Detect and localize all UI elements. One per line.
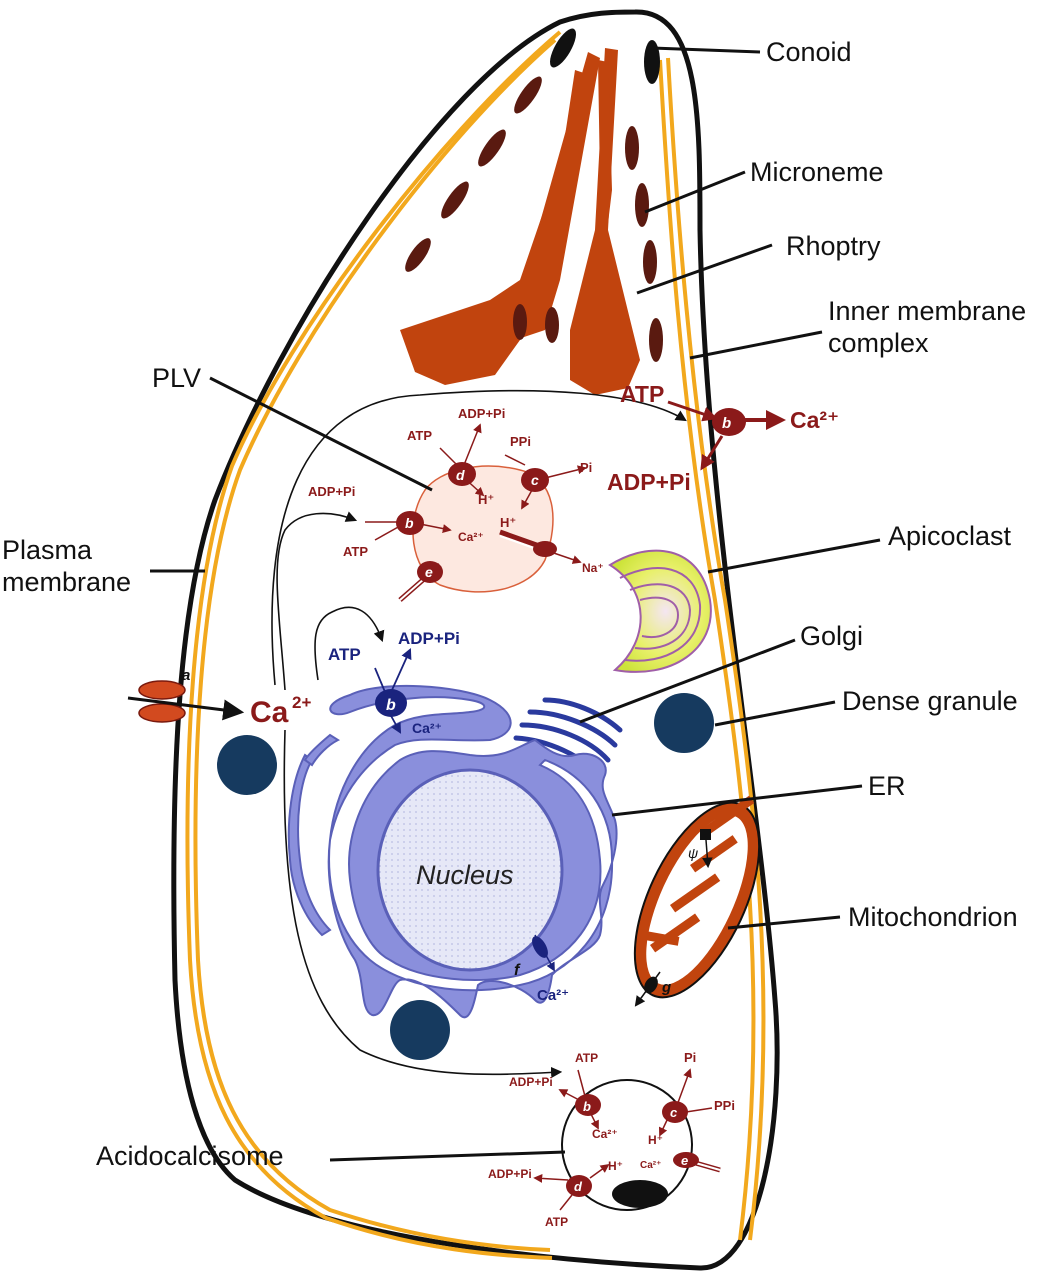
plv-h-text-2: H⁺ [500,515,516,530]
ac-b-letter: b [583,1099,591,1114]
ac-d-letter: d [574,1179,583,1194]
cyto-ca-text: Ca [250,696,289,729]
plv-ca-text: Ca²⁺ [458,530,484,544]
micronemes [405,76,663,362]
plv-b-letter: b [405,515,414,531]
label-mitochondrion: Mitochondrion [848,902,1018,932]
label-plasma-membrane: Plasma membrane [2,534,131,598]
plv-transporter-icons [396,462,557,583]
plv-c-letter: c [531,472,539,488]
dense-granule-2 [654,693,714,753]
pm-b-letter: b [722,415,731,432]
label-apicoclast: Apicoclast [888,521,1012,551]
dense-granule-3 [390,1000,450,1060]
conoid-shape [550,28,576,68]
channel-a-letter: a [182,667,190,684]
nucleus-label: Nucleus [416,860,514,890]
ac-pi-text: Pi [684,1050,696,1065]
label-inner-membrane-complex: Inner membrane complex [828,295,1026,359]
label-er: ER [868,771,906,801]
er-b-letter: b [386,697,396,714]
label-dense-granule: Dense granule [842,686,1018,716]
label-conoid: Conoid [766,37,852,67]
pm-ca-text: Ca²⁺ [790,407,839,433]
plv-ppi-text: PPi [510,434,531,449]
acido-ion-labels: ATP ADP+Pi Ca²⁺ Pi PPi H⁺ Ca²⁺ H⁺ ADP+Pi… [488,1050,735,1229]
ac-atp-text-1: ATP [575,1051,598,1065]
ac-ca-text-2: Ca²⁺ [640,1160,661,1171]
plv-d-letter: d [456,467,465,483]
ca-flow-arrows [271,389,687,1079]
er-ca-text: Ca²⁺ [412,720,442,736]
label-plv: PLV [152,363,202,393]
inner-membrane-complex [193,38,756,1252]
label-plasma-line1: Plasma [2,535,93,565]
ac-h-text-1: H⁺ [648,1133,663,1147]
pm-pump-b [667,400,786,471]
channel-a [127,680,245,723]
plv-adp-text-1: ADP+Pi [458,406,505,421]
label-plasma-line2: membrane [2,567,132,597]
plv-na-text: Na⁺ [582,561,604,575]
psi-text: ψ [688,845,698,861]
label-microneme: Microneme [750,157,884,187]
label-leader-lines [150,46,881,1162]
ac-ca-text-1: Ca²⁺ [592,1127,618,1141]
dense-granule-1 [217,735,277,795]
label-acidocalcisome: Acidocalcisome [96,1141,284,1171]
ac-c-letter: c [670,1105,678,1120]
label-imc-line2: complex [828,328,929,358]
ac-e-letter: e [681,1153,688,1168]
ac-ppi-text: PPi [714,1098,735,1113]
er-atp-text: ATP [328,645,361,664]
f-letter: f [514,962,521,979]
er-pump-b [374,648,412,734]
pm-adp-text: ADP+Pi [607,469,691,495]
mitochondrion-shape [633,795,761,1007]
plv-atp-text-1: ATP [407,428,432,443]
plv-adp-text-2: ADP+Pi [308,484,355,499]
nuc-ca-text: Ca²⁺ [537,987,569,1004]
er-adp-text: ADP+Pi [398,629,460,648]
plv-pi-text: Pi [580,460,592,475]
ac-adp-text-2: ADP+Pi [488,1167,532,1181]
g-letter: g [661,979,671,996]
acido-transporter-icons [566,1094,699,1197]
cytosol-ca: Ca 2+ a [182,667,311,729]
plv-e-letter: e [425,564,433,580]
plv-ion-labels: ATP Ca²⁺ ADP+Pi b ADP+Pi ATP PPi Pi H⁺ H… [308,381,839,580]
pm-atp-text: ATP [620,381,664,407]
plv-atp-text-2: ATP [343,544,368,559]
label-rhoptry: Rhoptry [786,231,881,261]
channel-f [532,934,555,972]
ac-h-text-2: H⁺ [608,1159,623,1173]
ac-adp-text-1: ADP+Pi [509,1075,553,1089]
plv-h-text-1: H⁺ [478,492,494,507]
label-imc-line1: Inner membrane [828,296,1027,326]
er-ion-labels: ATP ADP+Pi Ca²⁺ b f Ca²⁺ Nucleus ψ g [328,629,698,1004]
label-golgi: Golgi [800,621,864,651]
apicoplast [608,549,712,673]
nucleus-shape [376,768,564,972]
cyto-ca-charge: 2+ [292,693,311,712]
ac-atp-text-2: ATP [545,1215,568,1229]
rhoptries [400,48,640,395]
